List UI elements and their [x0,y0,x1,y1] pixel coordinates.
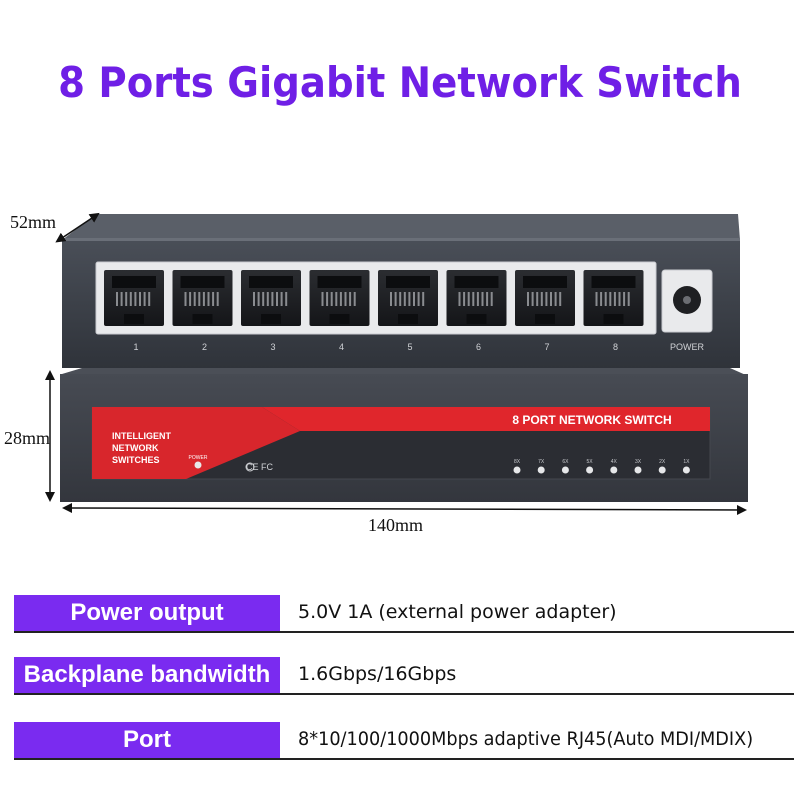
spec-divider [14,758,794,760]
spec-divider [14,693,794,695]
port-led-icon [610,466,618,474]
width-arrow [62,503,747,515]
rj45-port-icon [172,270,233,326]
height-label: 28mm [4,428,51,448]
front-banner [262,407,710,431]
port-led-icon [682,466,690,474]
led-label: 4X [611,459,618,465]
led-label: 3X [635,459,642,465]
port-number: 7 [544,342,549,352]
depth-arrow [55,212,100,243]
led-label: 1X [683,459,690,465]
port-number: 1 [133,342,138,352]
ce-mark-icon [245,462,255,472]
port-number: 5 [407,342,412,352]
power-led-icon [194,461,202,469]
port-led-icon [658,466,666,474]
port-led-icon [537,466,545,474]
rj45-port-icon [378,270,438,326]
rj45-port-icon [309,270,370,326]
power-port-label: POWER [670,342,705,352]
led-label: 8X [514,459,521,465]
certification-marks: CE FC [246,462,274,472]
led-label: 2X [659,459,666,465]
rj45-jacks [104,270,644,326]
spec-value: 5.0V 1A (external power adapter) [298,601,617,623]
port-led-icon [586,466,594,474]
page-title: 8 Ports Gigabit Network Switch [58,58,742,107]
banner-text: 8 PORT NETWORK SWITCH [512,413,671,427]
width-label: 140mm [368,515,424,535]
port-led-icon [634,466,642,474]
red-side-block [92,407,300,431]
switch-front-unit: 8 PORT NETWORK SWITCH INTELLIGENT NETWOR… [60,368,748,502]
spec-row-port: Port 8*10/100/1000Mbps adaptive RJ45(Aut… [14,722,794,760]
led-label: 5X [587,459,594,465]
port-number-labels: 1 2 3 4 5 6 7 8 [133,342,618,352]
brand-line-2: NETWORK [112,443,159,453]
port-leds: 8X 7X 6X 5X 4X 3X 2X 1X [513,459,690,474]
rj45-port-icon [515,270,575,326]
switch-back-unit: 1 2 3 4 5 6 7 8 POWER [62,214,740,368]
port-number: 2 [202,342,207,352]
spec-key: Port [14,722,280,758]
led-label: 7X [538,459,545,465]
port-led-icon [561,466,569,474]
port-number: 4 [339,342,344,352]
port-number: 8 [613,342,618,352]
product-illustration: 1 2 3 4 5 6 7 8 POWER 8 PORT NETWORK SWITCH INT… [45,212,748,515]
spec-key: Backplane bandwidth [14,657,280,693]
rj45-port-icon [583,270,644,326]
depth-label: 52mm [10,212,57,232]
rj45-port-icon [446,270,507,326]
brand-line-3: SWITCHES [112,455,160,465]
port-led-icon [513,466,521,474]
power-led-label: POWER [189,455,208,461]
spec-key: Power output [14,595,280,631]
rj45-port-icon [241,270,301,326]
spec-value: 1.6Gbps/16Gbps [298,663,457,685]
led-label: 6X [562,459,569,465]
brand-line-1: INTELLIGENT [112,431,171,441]
rj45-port-icon [104,270,164,326]
spec-row-backplane-bandwidth: Backplane bandwidth 1.6Gbps/16Gbps [14,657,794,695]
port-number: 6 [476,342,481,352]
spec-value: 8*10/100/1000Mbps adaptive RJ45(Auto MDI… [298,728,754,750]
spec-divider [14,631,794,633]
spec-row-power-output: Power output 5.0V 1A (external power ada… [14,595,794,633]
port-number: 3 [270,342,275,352]
